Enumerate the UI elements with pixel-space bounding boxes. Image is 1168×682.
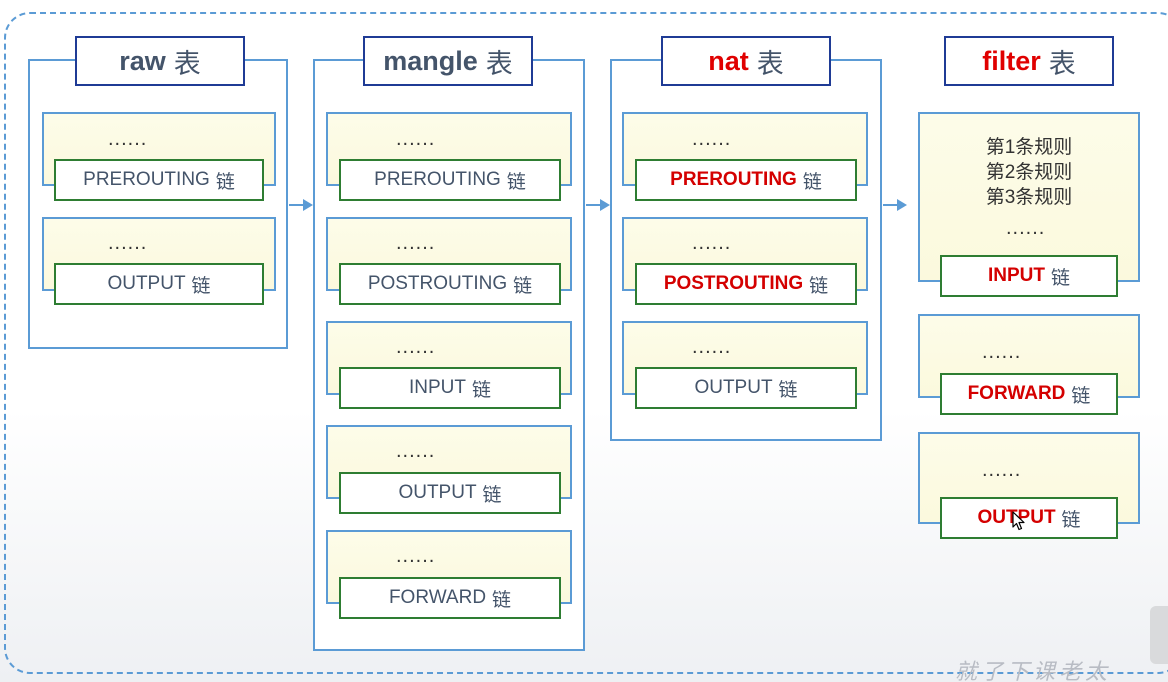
ellipsis-text: ...... — [1006, 217, 1046, 239]
flow-arrow-nat-to-filter — [883, 199, 907, 211]
mangle-forward-chain: FORWARD 链 — [339, 577, 561, 619]
filter-input-chain: INPUT 链 — [940, 255, 1118, 297]
ellipsis-text: ...... — [396, 336, 436, 358]
edge-shadow — [1150, 606, 1168, 664]
raw-table-frame — [28, 59, 288, 349]
ellipsis-text: ...... — [396, 440, 436, 462]
mangle-input-chain: INPUT 链 — [339, 367, 561, 409]
filter-table-name: filter — [982, 45, 1041, 76]
filter-forward-chain: FORWARD 链 — [940, 373, 1118, 415]
mangle-table-title: mangle 表 — [363, 36, 533, 86]
ellipsis-text: ...... — [108, 232, 148, 254]
chain-suffix: 链 — [471, 379, 491, 401]
raw-prerouting-chain: PREROUTING 链 — [54, 159, 264, 201]
raw-table-name: raw — [119, 45, 166, 76]
chain-name: FORWARD — [388, 587, 487, 608]
filter-output-chain: OUTPUT 链 — [940, 497, 1118, 539]
chain-suffix: 链 — [1071, 385, 1091, 407]
mouse-cursor-icon — [1012, 511, 1025, 531]
chain-name: PREROUTING — [83, 169, 210, 190]
chain-suffix: 链 — [492, 589, 512, 611]
ellipsis-text: ...... — [692, 336, 732, 358]
chain-name: OUTPUT — [107, 273, 186, 294]
filter-rule-list: 第1条规则 第2条规则 第3条规则 — [920, 135, 1138, 210]
ellipsis-text: ...... — [396, 545, 436, 567]
chain-suffix: 链 — [809, 275, 829, 297]
filter-rule-2: 第2条规则 — [985, 162, 1073, 183]
chain-name: INPUT — [987, 265, 1045, 286]
table-suffix: 表 — [485, 48, 513, 79]
chain-name: POSTROUTING — [367, 273, 508, 294]
chain-suffix: 链 — [513, 275, 533, 297]
outer-dashed-frame — [4, 12, 1168, 674]
chain-name: INPUT — [408, 377, 466, 398]
mangle-prerouting-chain: PREROUTING 链 — [339, 159, 561, 201]
nat-prerouting-chain: PREROUTING 链 — [635, 159, 857, 201]
ellipsis-text: ...... — [396, 128, 436, 150]
ellipsis-text: ...... — [396, 232, 436, 254]
filter-table-title: filter 表 — [944, 36, 1114, 86]
chain-suffix: 链 — [1061, 509, 1081, 531]
chain-suffix: 链 — [778, 379, 798, 401]
flow-arrow-mangle-to-nat — [586, 199, 610, 211]
nat-table-title: nat 表 — [661, 36, 831, 86]
chain-name: FORWARD — [967, 383, 1066, 404]
chain-suffix: 链 — [191, 275, 211, 297]
chain-suffix: 链 — [482, 484, 502, 506]
ellipsis-text: ...... — [108, 128, 148, 150]
table-suffix: 表 — [173, 48, 201, 79]
filter-input-panel: 第1条规则 第2条规则 第3条规则 ...... — [918, 112, 1140, 282]
ellipsis-text: ...... — [982, 459, 1022, 481]
chain-name: OUTPUT — [694, 377, 773, 398]
chain-suffix: 链 — [215, 171, 235, 193]
chain-name: OUTPUT — [398, 482, 477, 503]
raw-table-title: raw 表 — [75, 36, 245, 86]
filter-rule-3: 第3条规则 — [985, 187, 1073, 208]
ellipsis-text: ...... — [982, 341, 1022, 363]
filter-rule-1: 第1条规则 — [985, 137, 1073, 158]
ellipsis-text: ...... — [692, 128, 732, 150]
nat-output-chain: OUTPUT 链 — [635, 367, 857, 409]
chain-name: PREROUTING — [670, 169, 797, 190]
watermark-text: 就了下课老太 — [955, 660, 1112, 682]
nat-table-name: nat — [708, 45, 749, 76]
ellipsis-text: ...... — [692, 232, 732, 254]
chain-name: PREROUTING — [374, 169, 501, 190]
mangle-output-chain: OUTPUT 链 — [339, 472, 561, 514]
table-suffix: 表 — [756, 48, 784, 79]
chain-suffix: 链 — [802, 171, 822, 193]
flow-arrow-raw-to-mangle — [289, 199, 313, 211]
table-suffix: 表 — [1048, 48, 1076, 79]
mangle-postrouting-chain: POSTROUTING 链 — [339, 263, 561, 305]
raw-output-chain: OUTPUT 链 — [54, 263, 264, 305]
chain-suffix: 链 — [1050, 267, 1070, 289]
nat-postrouting-chain: POSTROUTING 链 — [635, 263, 857, 305]
chain-name: POSTROUTING — [663, 273, 804, 294]
mangle-table-name: mangle — [383, 45, 478, 76]
chain-suffix: 链 — [506, 171, 526, 193]
